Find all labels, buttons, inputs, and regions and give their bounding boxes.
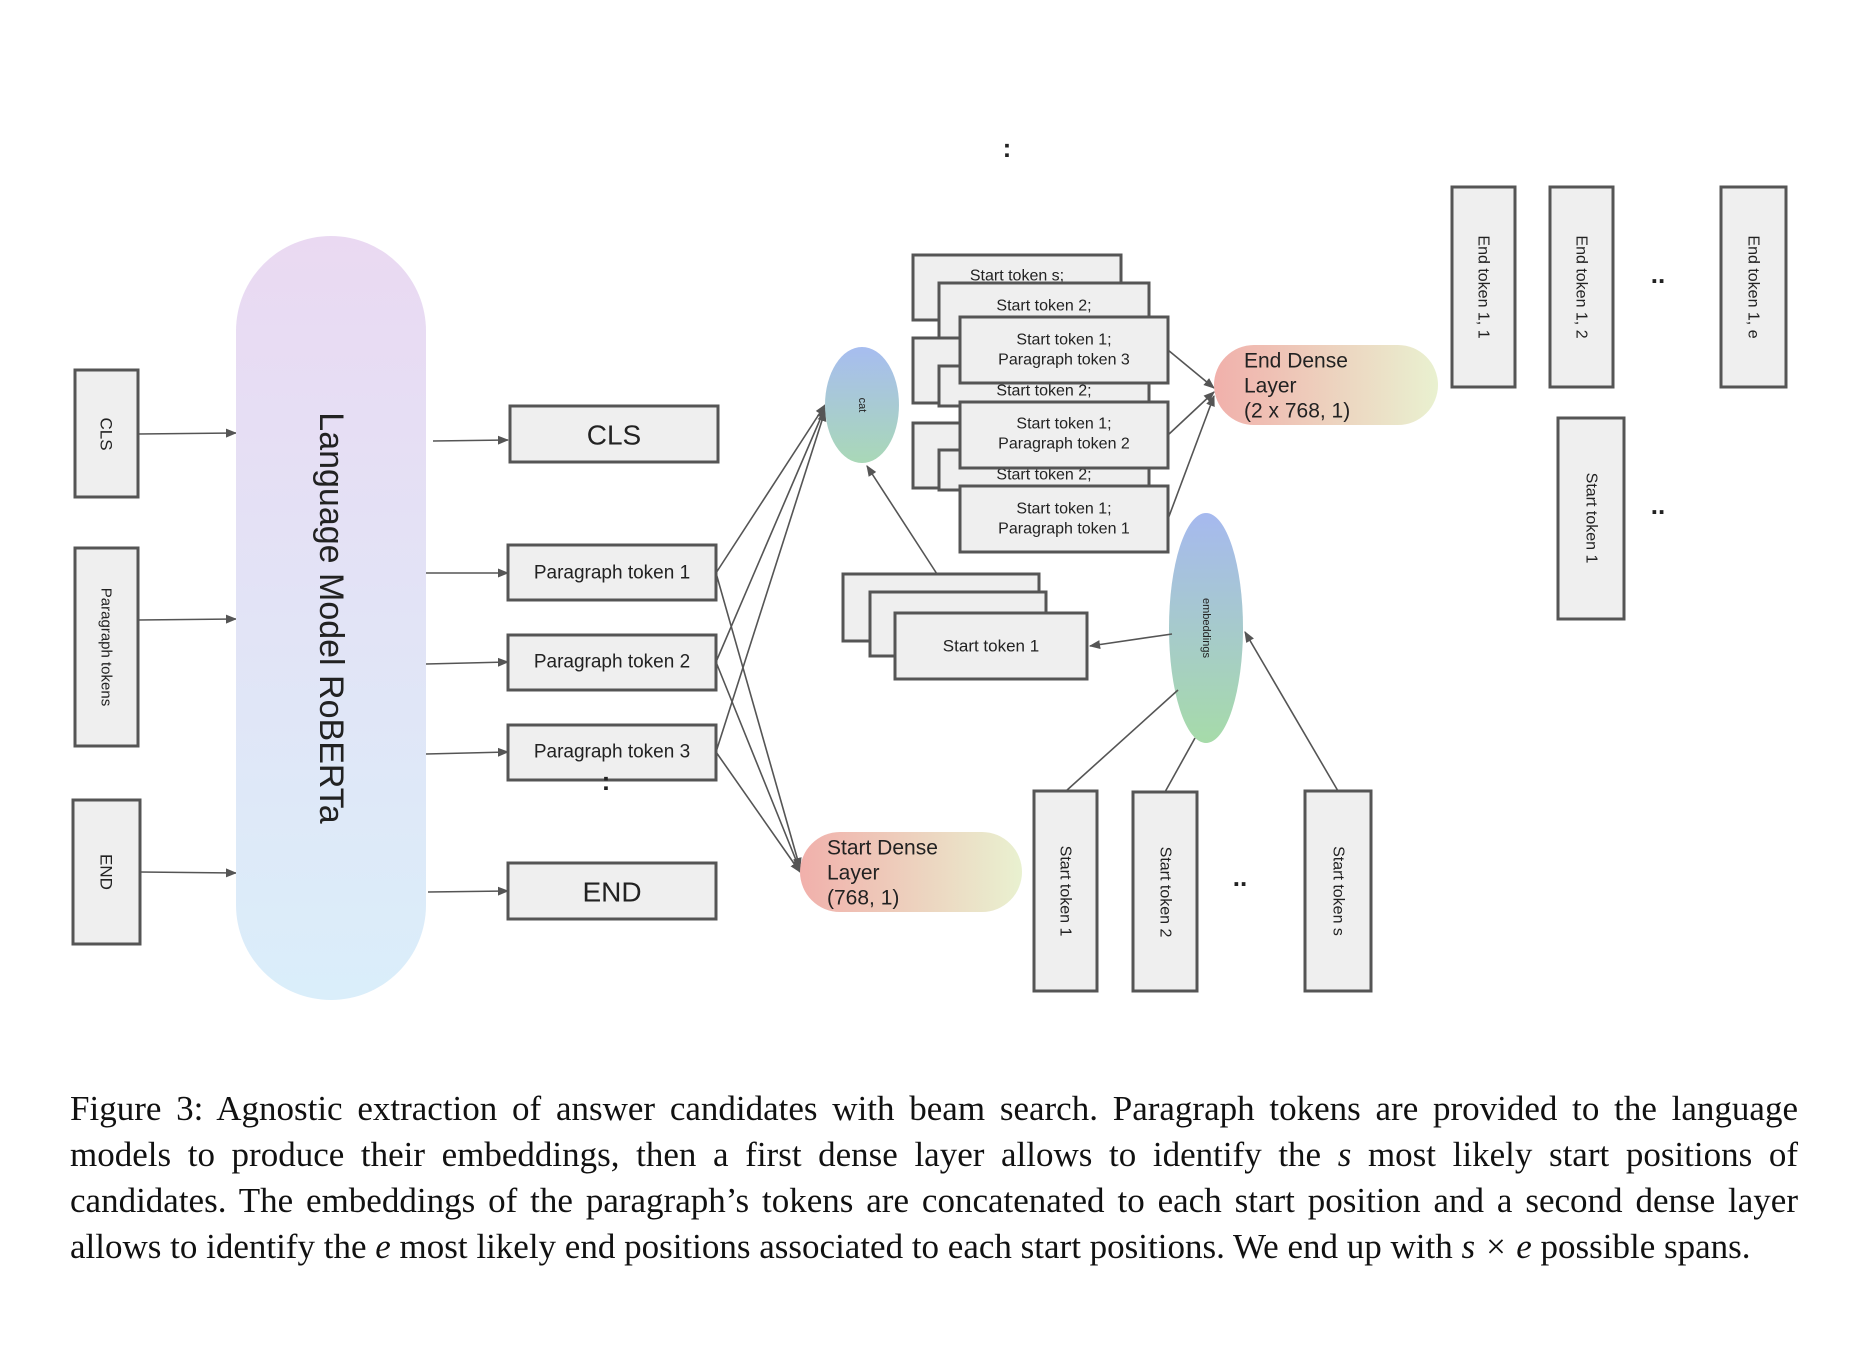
svg-text:Start token 1;: Start token 1; [1016, 416, 1111, 433]
edge-pair1-to-end-dense [1167, 394, 1215, 520]
edge-lm-to-p2 [425, 657, 510, 667]
svg-text:(768, 1): (768, 1) [827, 887, 899, 910]
start-token-candidate-s: Start token s [1303, 789, 1373, 993]
svg-text:End token 1, 1: End token 1, 1 [1475, 235, 1492, 338]
output-paragraph-token-1: Paragraph token 1 [506, 543, 718, 602]
embeddings-label: embeddings [1200, 598, 1212, 658]
edge-p2-to-cat [715, 406, 826, 663]
edge-lm-to-end [427, 886, 510, 896]
svg-text:Paragraph token 1: Paragraph token 1 [998, 521, 1130, 538]
svg-text:Paragraph token 3: Paragraph token 3 [998, 352, 1130, 369]
svg-text:Start token 1;: Start token 1; [1016, 332, 1111, 349]
start-token-candidate-2: Start token 2 [1131, 790, 1199, 993]
svg-text:Start Dense: Start Dense [827, 837, 938, 860]
svg-text:Paragraph token 1: Paragraph token 1 [534, 563, 690, 584]
input-end-label: END [97, 854, 116, 890]
language-model-node: Language Model RoBERTa [236, 236, 426, 1000]
edge-start-stack-to-cat [866, 465, 938, 575]
edge-p1-to-cat [715, 404, 826, 574]
edge-starts-to-embeddings [1244, 631, 1339, 792]
start-token-ellipsis: .. [1233, 862, 1247, 892]
architecture-diagram: CLS Paragraph tokens END Language Model … [71, 133, 1788, 1000]
svg-text:Start token s: Start token s [1330, 846, 1347, 936]
embeddings-node: embeddings [1169, 513, 1243, 743]
right-start-ellipsis: .. [1651, 490, 1665, 520]
svg-text:Paragraph token 2: Paragraph token 2 [534, 652, 690, 673]
svg-text:Paragraph token 2: Paragraph token 2 [998, 436, 1130, 453]
output-cls-box: CLS [508, 404, 720, 464]
selected-start-token-stack: Start token 1 [841, 572, 1089, 681]
start-token-candidate-1: Start token 1 [1032, 789, 1099, 993]
selected-start-token-label: Start token 1 [943, 637, 1039, 656]
input-cls-label: CLS [97, 417, 116, 450]
var-s: s [1337, 1135, 1352, 1174]
edge-end-to-lm [139, 868, 238, 878]
edge-lm-to-cls [432, 435, 510, 445]
cat-label: cat [856, 398, 868, 413]
svg-text:Start token 2;: Start token 2; [996, 383, 1091, 400]
svg-text:Start token 1: Start token 1 [1057, 846, 1074, 937]
output-end-box: END [506, 861, 718, 921]
end-token-1-2: End token 1, 2 [1548, 185, 1615, 389]
output-cls-label: CLS [587, 420, 641, 451]
edge-embeddings-to-selected [1088, 633, 1173, 649]
var-e: e [375, 1227, 391, 1266]
edge-pair3-to-end-dense [1167, 349, 1215, 389]
svg-text:End Dense: End Dense [1244, 350, 1348, 373]
end-token-1-e: End token 1, e [1719, 185, 1788, 389]
edge-start2-to-embeddings [1164, 737, 1196, 793]
output-end-label: END [582, 877, 641, 908]
svg-text:End token 1, 2: End token 1, 2 [1573, 235, 1590, 338]
svg-text:Start token 1: Start token 1 [1583, 473, 1600, 564]
end-token-ellipsis: .. [1651, 259, 1665, 289]
language-model-label: Language Model RoBERTa [312, 412, 350, 824]
figure-caption: Figure 3: Agnostic extraction of answer … [70, 1089, 1798, 1266]
svg-text:End token 1, e: End token 1, e [1745, 235, 1762, 338]
svg-text:(2 x 768, 1): (2 x 768, 1) [1244, 400, 1350, 423]
edge-start1-to-embeddings [1065, 689, 1179, 792]
output-paragraph-token-3: Paragraph token 3 [506, 723, 718, 782]
svg-text:Paragraph token 3: Paragraph token 3 [534, 742, 690, 763]
span-formula: s × e [1461, 1227, 1532, 1266]
concatenated-pairs-stack: Start token s; Start token 2; Start toke… [911, 253, 1170, 554]
svg-text:Start token 2: Start token 2 [1157, 847, 1174, 938]
svg-text:Layer: Layer [1244, 375, 1297, 398]
input-paragraph-box: Paragraph tokens [73, 546, 140, 748]
svg-text:Start token 2;: Start token 2; [996, 298, 1091, 315]
svg-text:Start token 1;: Start token 1; [1016, 501, 1111, 518]
edge-p1-to-start-dense [715, 572, 802, 870]
edge-p2-to-start-dense [715, 661, 801, 872]
end-dense-layer-node: End Dense Layer (2 x 768, 1) [1214, 345, 1438, 425]
start-dense-layer-node: Start Dense Layer (768, 1) [800, 832, 1022, 912]
stack-top-label: Start token s; [970, 268, 1064, 285]
edge-p3-to-cat [715, 409, 827, 753]
output-paragraph-token-2: Paragraph token 2 [506, 633, 718, 692]
svg-text:Start token 2;: Start token 2; [996, 467, 1091, 484]
edge-paragraph-to-lm [137, 614, 238, 624]
cat-node: cat [825, 347, 899, 463]
right-start-token-1: Start token 1 [1556, 416, 1626, 621]
input-end-box: END [71, 798, 142, 946]
edge-p3-to-start-dense [715, 751, 801, 873]
input-paragraph-label: Paragraph tokens [98, 588, 115, 706]
end-token-1-1: End token 1, 1 [1450, 185, 1517, 389]
input-cls-box: CLS [73, 368, 140, 499]
svg-text:Layer: Layer [827, 862, 880, 885]
edge-lm-to-p3 [425, 747, 510, 757]
top-ellipsis: : [1003, 133, 1012, 163]
output-ellipsis: : [602, 766, 611, 796]
edge-cls-to-lm [137, 428, 238, 438]
